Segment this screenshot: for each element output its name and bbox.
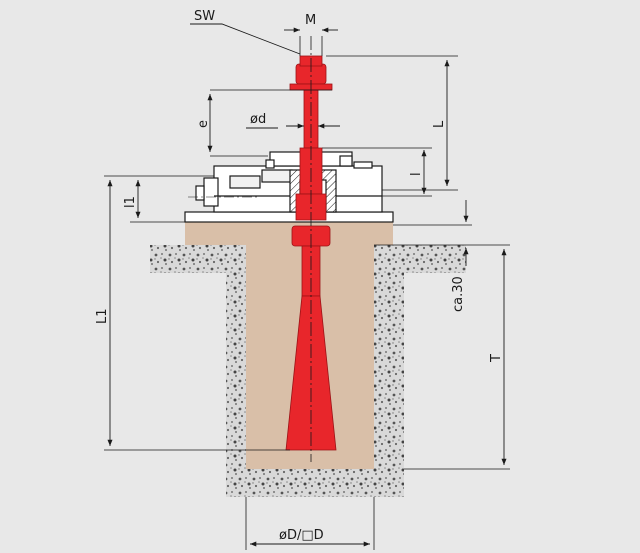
label-m: M — [305, 13, 316, 28]
label-big-l1: L1 — [95, 308, 110, 324]
label-t: T — [489, 354, 504, 363]
concrete-foundation — [150, 245, 466, 497]
sw-leader — [190, 23, 301, 55]
label-big-l: L — [432, 120, 447, 128]
label-ca30: ca.30 — [451, 276, 466, 312]
dimension-lines — [107, 27, 507, 547]
label-small-l: l — [409, 172, 424, 176]
label-phi-big-d: øD/□D — [279, 528, 324, 543]
extension-lines — [104, 36, 510, 550]
label-phi-d: ød — [250, 112, 266, 127]
label-l1-small: l1 — [123, 196, 138, 208]
label-e: e — [196, 120, 211, 128]
label-sw: SW — [194, 9, 215, 24]
